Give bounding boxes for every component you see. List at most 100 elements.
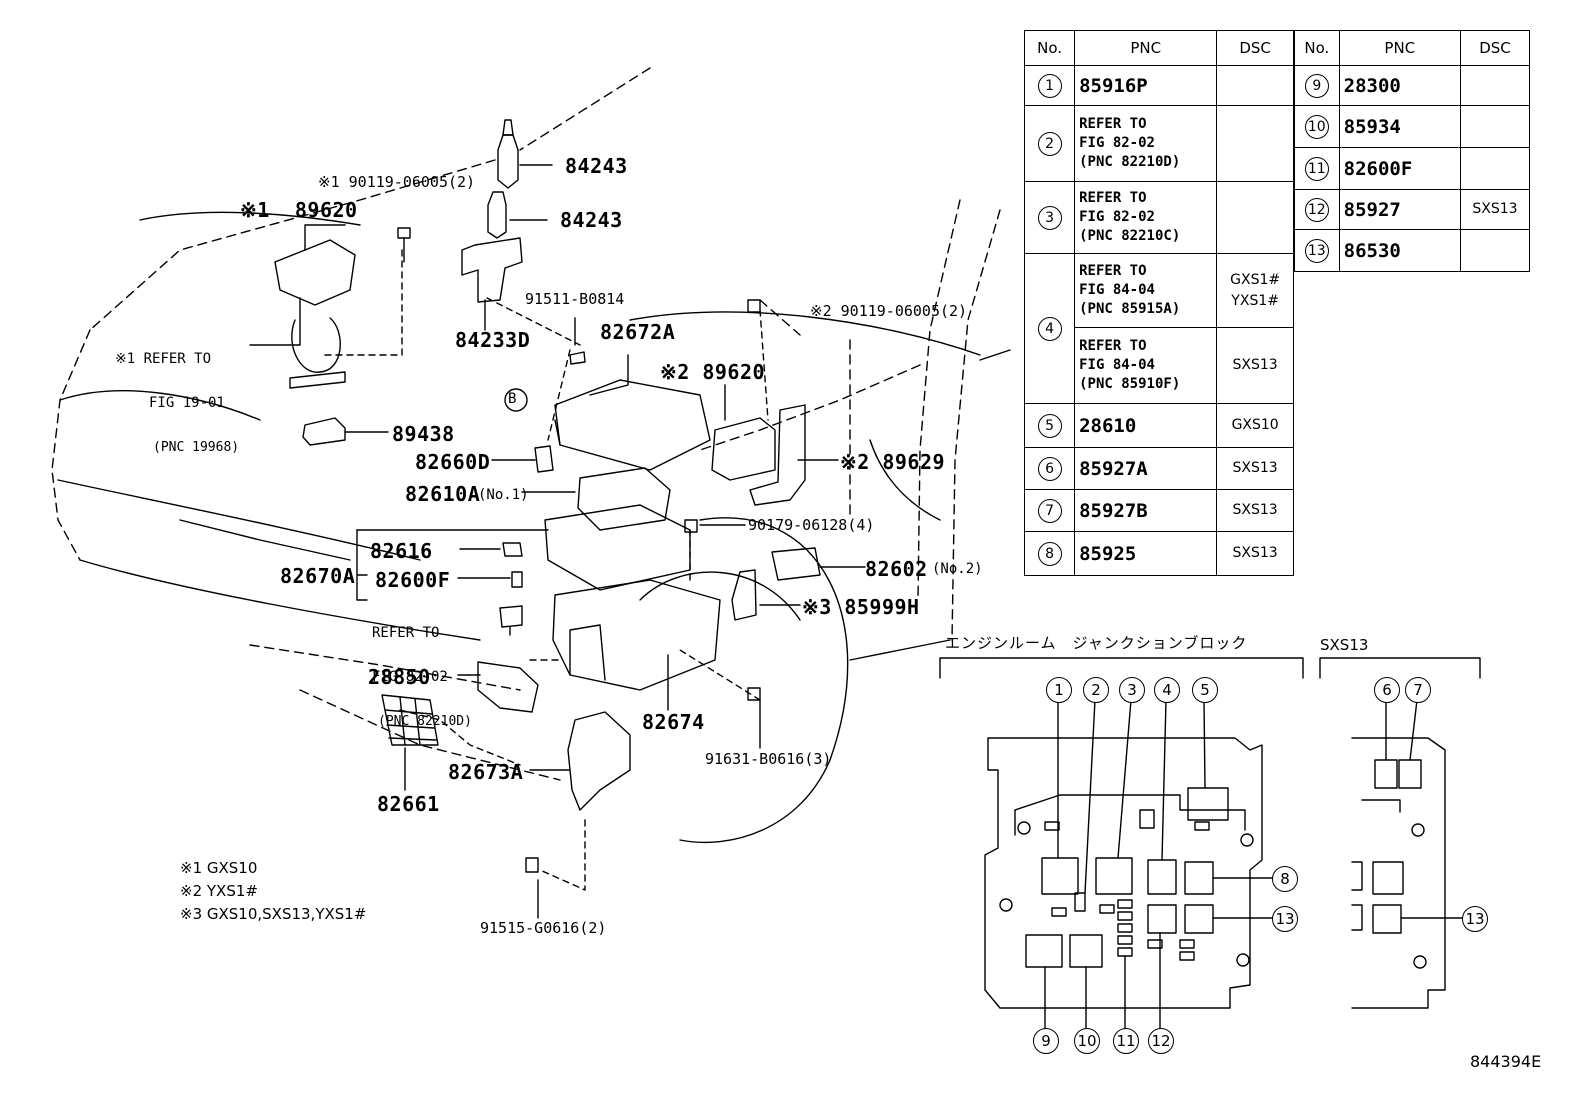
jb-callout-11[interactable]: 11 <box>1113 1028 1139 1054</box>
jb-callout-3[interactable]: 3 <box>1119 677 1145 703</box>
part-82602-note: (No.2) <box>932 561 983 577</box>
dsc-cell <box>1459 147 1531 190</box>
part-89438[interactable]: 89438 <box>392 422 455 446</box>
part-82661[interactable]: 82661 <box>377 792 440 816</box>
table-row[interactable]: 9 28300 <box>1294 65 1531 106</box>
pnc-cell: 85927A <box>1074 447 1218 490</box>
part-90119-06005-x1[interactable]: ※1 90119-06005(2) <box>318 173 476 191</box>
part-91511-b0814[interactable]: 91511-B0814 <box>525 290 625 308</box>
part-89620-x2[interactable]: ※2 89620 <box>660 360 766 384</box>
table-row[interactable]: 13 86530 <box>1294 229 1531 272</box>
leader-lines <box>249 164 866 919</box>
part-84243-upper[interactable]: 84243 <box>565 154 628 178</box>
dsc-cell: SXS13 <box>1216 489 1294 532</box>
pnc-cell: REFER TO FIG 84-04 (PNC 85915A) <box>1074 253 1218 328</box>
part-82610a[interactable]: 82610A <box>405 482 481 506</box>
part-82600f[interactable]: 82600F <box>375 568 451 592</box>
dsc-cell <box>1459 105 1531 148</box>
table-row[interactable]: 6 85927A SXS13 <box>1023 447 1294 490</box>
pnc-cell: 28300 <box>1338 65 1461 106</box>
leader-dashes <box>319 249 769 891</box>
jb-callout-7[interactable]: 7 <box>1405 677 1431 703</box>
col-header-dsc: DSC <box>1216 30 1294 66</box>
part-82602[interactable]: 82602 <box>865 557 928 581</box>
table-row[interactable]: 10 85934 <box>1294 105 1531 148</box>
part-91631-b0616[interactable]: 91631-B0616(3) <box>705 750 832 768</box>
part-82660d[interactable]: 82660D <box>415 450 491 474</box>
part-89629[interactable]: ※2 89629 <box>840 450 946 474</box>
callout-number: 5 <box>1037 413 1062 438</box>
col-header-no: No. <box>1294 30 1340 66</box>
table-row[interactable]: 5 28610 GXS10 <box>1023 403 1294 448</box>
dsc-cell: SXS13 <box>1459 189 1531 230</box>
pnc-cell: 85916P <box>1074 65 1218 106</box>
dsc-cell <box>1216 105 1294 182</box>
ref-line: (PNC 19968) <box>153 439 240 455</box>
ref-line: ※1 REFER TO <box>115 351 212 368</box>
components <box>274 119 821 873</box>
callout-number: 9 <box>1304 73 1329 98</box>
part-84233d[interactable]: 84233D <box>455 328 531 352</box>
jb-callout-13-sxs13[interactable]: 13 <box>1462 906 1488 932</box>
callout-number: 10 <box>1304 114 1329 139</box>
jb-callout-13[interactable]: 13 <box>1272 906 1298 932</box>
table-row[interactable]: 7 85927B SXS13 <box>1023 489 1294 532</box>
pnc-cell: 85927 <box>1338 189 1461 230</box>
jb-title: エンジンルーム ジャンクションブロック <box>945 634 1248 652</box>
pnc-cell: REFER TO FIG 82-02 (PNC 82210C) <box>1074 181 1218 254</box>
jb-callout-5[interactable]: 5 <box>1192 677 1218 703</box>
jb-main-outline <box>984 737 1263 1009</box>
ref-line: REFER TO <box>372 625 440 642</box>
part-90179-06128[interactable]: 90179-06128(4) <box>748 516 875 534</box>
pnc-cell: 28610 <box>1074 403 1218 448</box>
jb-callout-12[interactable]: 12 <box>1148 1028 1174 1054</box>
jb-callout-4[interactable]: 4 <box>1154 677 1180 703</box>
jb-leaders <box>1044 699 1273 1029</box>
ref-line: FIG 82-02 <box>372 669 448 686</box>
part-91515-g0616[interactable]: 91515-G0616(2) <box>480 919 607 937</box>
part-90119-06005-x2[interactable]: ※2 90119-06005(2) <box>810 302 968 320</box>
part-82616[interactable]: 82616 <box>370 539 433 563</box>
part-82610a-note: (No.1) <box>478 487 529 503</box>
jb-callout-2[interactable]: 2 <box>1083 677 1109 703</box>
ref-line: (PNC 82210D) <box>378 713 472 729</box>
pnc-cell: 86530 <box>1338 229 1461 272</box>
table-row[interactable]: 1 85916P <box>1023 65 1294 106</box>
part-82674[interactable]: 82674 <box>642 710 705 734</box>
jb-title-sxs13: SXS13 <box>1320 636 1369 654</box>
dsc-cell: SXS13 <box>1216 447 1294 490</box>
dsc-cell <box>1459 229 1531 272</box>
jb-callout-9[interactable]: 9 <box>1033 1028 1059 1054</box>
callout-number: 7 <box>1037 498 1062 523</box>
ref-fig-19-01: ※1 REFER TO FIG 19-01 (PNC 19968) <box>115 323 239 469</box>
table-row[interactable]: 3 REFER TO FIG 82-02 (PNC 82210C) <box>1023 181 1294 254</box>
callout-number: 1 <box>1037 73 1062 98</box>
marker-b: B <box>508 391 517 407</box>
pnc-cell: 85927B <box>1074 489 1218 532</box>
callout-number: 6 <box>1037 456 1062 481</box>
part-82670a[interactable]: 82670A <box>280 564 356 588</box>
table-row[interactable]: 8 85925 SXS13 <box>1023 531 1294 576</box>
dsc-cell: GXS10 <box>1216 403 1294 448</box>
part-82673a[interactable]: 82673A <box>448 760 524 784</box>
part-82672a[interactable]: 82672A <box>600 320 676 344</box>
table-row[interactable]: 2 REFER TO FIG 82-02 (PNC 82210D) <box>1023 105 1294 182</box>
part-89620-x1[interactable]: ※1 89620 <box>240 198 358 222</box>
jb-callout-10[interactable]: 10 <box>1074 1028 1100 1054</box>
table-row[interactable]: 4 REFER TO FIG 84-04 (PNC 85915A) GXS1# … <box>1023 253 1294 404</box>
jb-callout-1[interactable]: 1 <box>1046 677 1072 703</box>
part-84243-lower[interactable]: 84243 <box>560 208 623 232</box>
jb-callout-8[interactable]: 8 <box>1272 866 1298 892</box>
jb-callout-6[interactable]: 6 <box>1374 677 1400 703</box>
table-row[interactable]: 12 85927 SXS13 <box>1294 189 1531 230</box>
pnc-cell: 85925 <box>1074 531 1218 576</box>
part-28850[interactable]: 28850 <box>368 665 431 689</box>
col-header-dsc: DSC <box>1459 30 1531 66</box>
footnote-x3: ※3 GXS10,SXS13,YXS1# <box>180 905 367 923</box>
pnc-cell: REFER TO FIG 84-04 (PNC 85910F) <box>1074 327 1218 404</box>
table-row[interactable]: REFER TO FIG 84-04 (PNC 85910F) SXS13 <box>1025 327 1294 404</box>
part-85999h[interactable]: ※3 85999H <box>802 595 920 619</box>
table-row[interactable]: 11 82600F <box>1294 147 1531 190</box>
